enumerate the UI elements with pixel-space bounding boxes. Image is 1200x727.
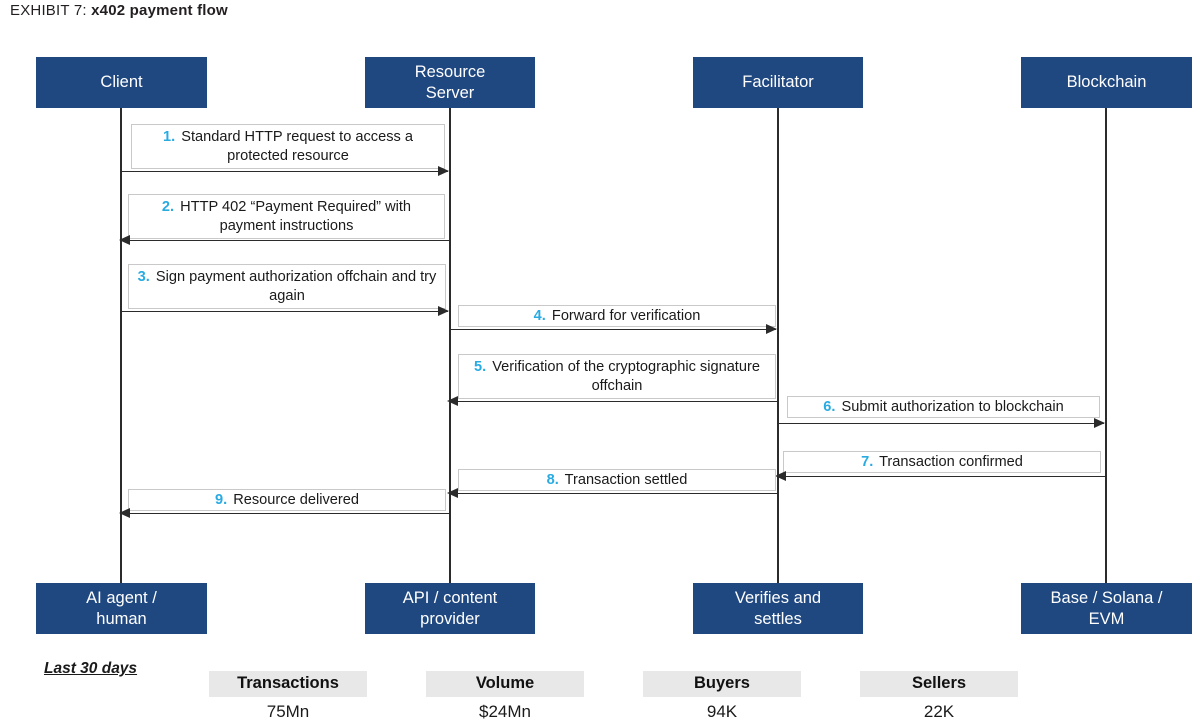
message-arrowhead-2 [119,235,130,245]
actor-role-line2: human [96,609,147,628]
message-arrowhead-6 [1094,418,1105,428]
actor-box-bottom-blockchain: Base / Solana / EVM [1021,583,1192,634]
message-text-5: Verification of the cryptographic signat… [492,358,760,394]
message-number-1: 1. [163,128,176,145]
actor-role-line1: Verifies and [734,589,822,608]
stat-header-buyers: Buyers [643,671,801,697]
message-text-4: Forward for verification [551,307,701,324]
stat-transactions: Transactions 75Mn [209,671,367,722]
message-label-5: 5. Verification of the cryptographic sig… [458,354,776,399]
stat-header-sellers: Sellers [860,671,1018,697]
actor-role-line1: AI agent / [86,589,157,608]
message-arrowhead-8 [447,488,458,498]
actor-label-resource-server: Resource Server [415,62,486,102]
actor-box-top-blockchain: Blockchain [1021,57,1192,108]
page-title: EXHIBIT 7: x402 payment flow [10,2,228,19]
message-arrow-4 [449,329,776,330]
stat-value-sellers: 22K [923,702,955,721]
actor-box-top-resource-server: Resource Server [365,57,535,108]
actor-label-facilitator: Facilitator [742,73,814,92]
message-label-4: 4. Forward for verification [458,305,776,327]
stat-header-transactions: Transactions [209,671,367,697]
actor-role-line2: settles [754,609,802,628]
message-arrowhead-4 [766,324,777,334]
message-text-6: Submit authorization to blockchain [841,398,1064,415]
message-number-9: 9. [215,491,228,508]
message-arrowhead-1 [438,166,449,176]
lifeline-client [120,108,122,583]
message-arrowhead-7 [775,471,786,481]
message-text-3: Sign payment authorization offchain and … [155,268,437,304]
stat-value-transactions: 75Mn [266,702,310,721]
message-label-7: 7. Transaction confirmed [783,451,1101,473]
actor-box-bottom-resource-server: API / content provider [365,583,535,634]
actor-label-blockchain: Blockchain [1066,73,1147,92]
stat-buyers: Buyers 94K [643,671,801,722]
message-text-7: Transaction confirmed [879,453,1023,470]
actor-box-top-client: Client [36,57,207,108]
actor-role-blockchain: Base / Solana / EVM [1051,588,1163,628]
message-arrow-8 [449,493,777,494]
message-number-2: 2. [161,198,175,215]
actor-box-top-facilitator: Facilitator [693,57,863,108]
message-arrow-2 [121,240,449,241]
message-arrow-1 [121,171,448,172]
stat-header-volume: Volume [426,671,584,697]
message-text-1: Standard HTTP request to access a protec… [181,128,413,164]
actor-box-bottom-facilitator: Verifies and settles [693,583,863,634]
lifeline-facilitator [777,108,779,583]
actor-box-bottom-client: AI agent / human [36,583,207,634]
actor-role-client: AI agent / human [86,588,157,628]
message-arrow-6 [777,423,1104,424]
actor-role-line1: Base / Solana / [1050,589,1163,608]
stat-value-buyers: 94K [706,702,738,721]
message-arrowhead-3 [438,306,449,316]
message-number-6: 6. [823,398,836,415]
message-arrow-9 [121,513,449,514]
stat-sellers: Sellers 22K [860,671,1018,722]
message-label-2: 2. HTTP 402 “Payment Required” with paym… [128,194,445,239]
stat-volume: Volume $24Mn [426,671,584,722]
message-text-2: HTTP 402 “Payment Required” with payment… [180,198,412,234]
exhibit-name: x402 payment flow [91,2,228,19]
message-number-5: 5. [474,358,487,375]
actor-role-line2: provider [420,609,480,628]
message-arrowhead-9 [119,508,130,518]
message-arrow-7 [777,476,1105,477]
lifeline-blockchain [1105,108,1107,583]
message-number-7: 7. [861,453,874,470]
message-arrowhead-5 [447,396,458,406]
message-label-1: 1. Standard HTTP request to access a pro… [131,124,445,169]
actor-label-client: Client [100,73,143,92]
actor-role-line1: API / content [402,589,498,608]
message-number-8: 8. [546,471,559,488]
actor-role-line2: EVM [1088,609,1125,628]
actor-role-resource-server: API / content provider [403,588,497,628]
actor-label-line1: Resource [414,63,486,82]
stats-caption: Last 30 days [44,660,138,677]
message-arrow-3 [121,311,448,312]
message-number-3: 3. [137,268,150,285]
message-arrow-5 [449,401,777,402]
message-text-8: Transaction settled [564,471,688,488]
exhibit-label: EXHIBIT 7: [10,2,92,19]
message-label-8: 8. Transaction settled [458,469,776,491]
message-label-3: 3. Sign payment authorization offchain a… [128,264,446,309]
message-label-6: 6. Submit authorization to blockchain [787,396,1100,418]
message-number-4: 4. [533,307,546,324]
stat-value-volume: $24Mn [479,702,531,721]
actor-label-line2: Server [425,83,475,102]
lifeline-resource-server [449,108,451,583]
message-label-9: 9. Resource delivered [128,489,446,511]
actor-role-facilitator: Verifies and settles [735,588,821,628]
message-text-9: Resource delivered [233,491,359,508]
